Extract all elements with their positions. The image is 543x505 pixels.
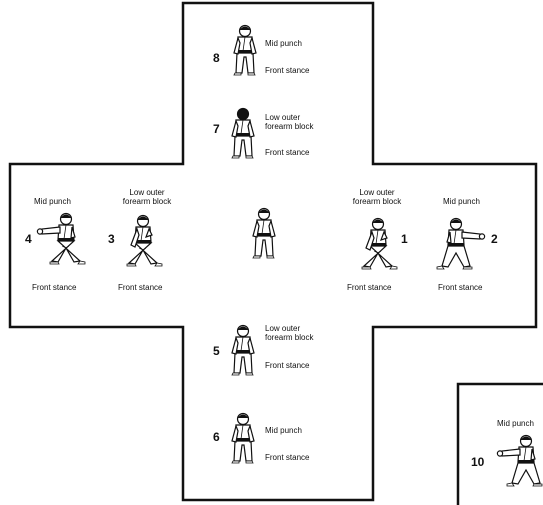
technique-label-1b: forearm block	[352, 197, 402, 206]
move-number-4: 4	[25, 232, 32, 246]
move-number-2: 2	[491, 232, 498, 246]
karate-figure-icon-1	[361, 217, 398, 270]
karate-figure-icon-7	[231, 107, 255, 159]
stance-label-3: Front stance	[118, 283, 163, 292]
karate-figure-icon-2	[436, 217, 486, 270]
move-number-7: 7	[213, 122, 220, 136]
move-number-1: 1	[401, 232, 408, 246]
move-number-5: 5	[213, 344, 220, 358]
technique-label-3b: forearm block	[122, 197, 172, 206]
technique-label-7b: forearm block	[265, 122, 314, 131]
stance-label-1: Front stance	[347, 283, 392, 292]
stance-label-2: Front stance	[438, 283, 483, 292]
move-number-6: 6	[213, 430, 220, 444]
technique-label-6: Mid punch	[265, 426, 302, 435]
next-box-outline	[456, 382, 543, 505]
technique-label-5a: Low outer	[265, 324, 301, 333]
karate-figure-icon-center	[252, 207, 276, 259]
technique-label-7a: Low outer	[265, 113, 301, 122]
move-number-8: 8	[213, 51, 220, 65]
move-number-3: 3	[108, 232, 115, 246]
technique-label-8: Mid punch	[265, 39, 302, 48]
move-number-10: 10	[471, 455, 485, 469]
stance-label-8: Front stance	[265, 66, 310, 75]
karate-figure-icon-4	[36, 212, 86, 265]
technique-label-5b: forearm block	[265, 333, 314, 342]
technique-label-1a: Low outer	[359, 188, 395, 197]
karate-figure-icon-6	[231, 412, 255, 464]
karate-figure-icon-5	[231, 324, 255, 376]
karate-figure-icon-3	[126, 214, 163, 267]
technique-label-10: Mid punch	[497, 419, 534, 428]
karate-figure-icon-10	[496, 434, 543, 487]
stance-label-4: Front stance	[32, 283, 77, 292]
karate-figure-icon-8	[233, 24, 257, 76]
technique-label-2: Mid punch	[443, 197, 480, 206]
stance-label-7: Front stance	[265, 148, 310, 157]
stance-label-6: Front stance	[265, 453, 310, 462]
stance-label-5: Front stance	[265, 361, 310, 370]
technique-label-3a: Low outer	[129, 188, 165, 197]
technique-label-4: Mid punch	[34, 197, 71, 206]
